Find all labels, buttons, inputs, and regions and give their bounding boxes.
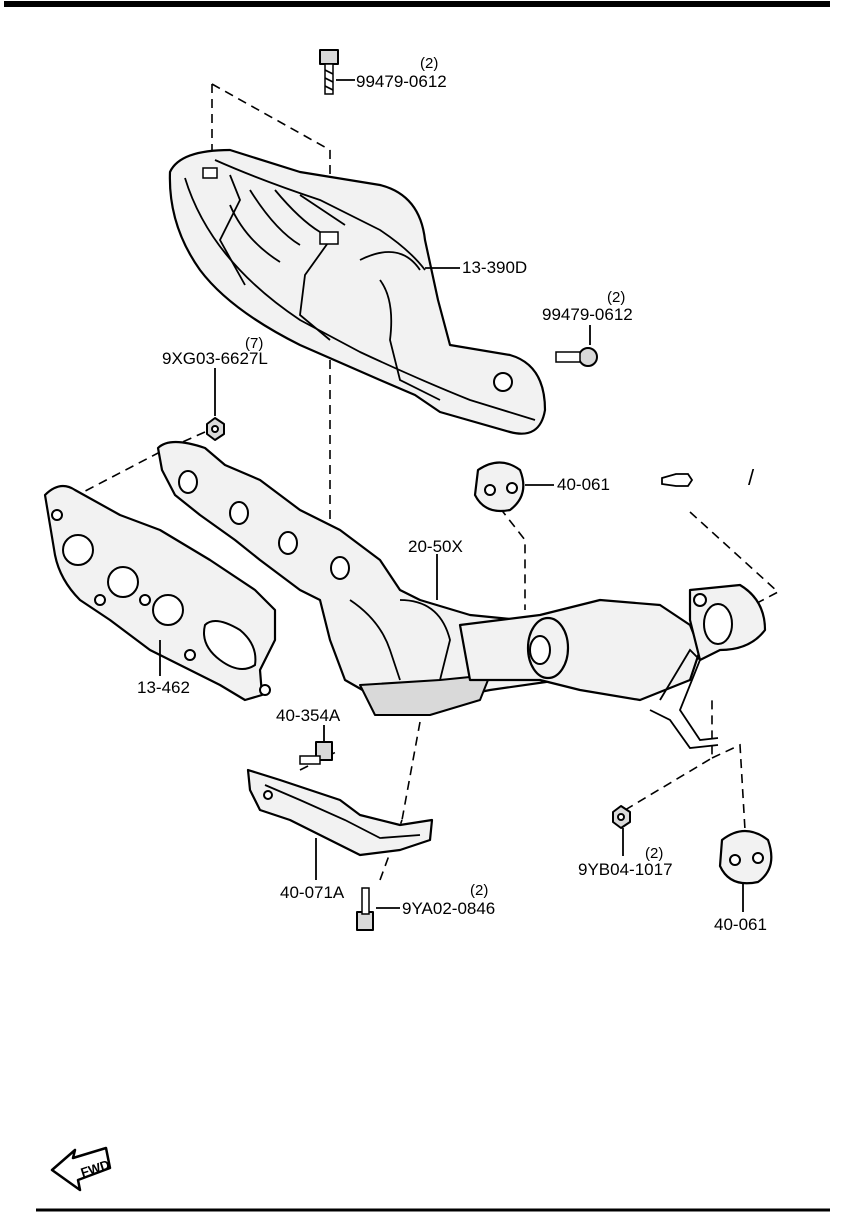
ref-slash: / (748, 465, 755, 490)
rubber-hanger-upper[interactable] (473, 461, 525, 513)
bolt-top[interactable] (319, 49, 339, 95)
label-bolt-bottom: 9YA02-0846 (402, 899, 495, 918)
nut-right[interactable] (612, 805, 631, 829)
label-rubber-hanger-lower: 40-061 (714, 915, 767, 934)
rubber-hanger-lower[interactable] (718, 829, 773, 885)
label-nut-left: 9XG03-6627L (162, 349, 268, 368)
label-converter: 20-50X (408, 537, 463, 556)
exhaust-manifold[interactable] (156, 440, 562, 716)
bolt-bottom[interactable] (356, 887, 374, 931)
label-lower-shield: 40-071A (280, 883, 345, 902)
label-bolt-right: 99479-0612 (542, 305, 633, 324)
upper-heat-shield[interactable] (168, 148, 547, 435)
qty-bolt-right: (2) (607, 289, 625, 306)
manifold-gasket[interactable] (43, 484, 277, 702)
bolt-lower-shield[interactable] (299, 741, 333, 765)
catalytic-converter-pipe[interactable] (458, 583, 767, 749)
lower-heat-shield[interactable] (246, 768, 434, 857)
label-bolt-lower-shield: 40-354A (276, 706, 341, 725)
label-gasket: 13-462 (137, 678, 190, 697)
nut-left[interactable] (206, 417, 225, 441)
bolt-right[interactable] (555, 347, 598, 367)
reference-callout: / (661, 465, 755, 490)
qty-bolt-bottom: (2) (470, 882, 488, 899)
qty-nut-left: (7) (245, 335, 263, 352)
qty-nut-right: (2) (645, 845, 663, 862)
label-nut-right: 9YB04-1017 (578, 860, 673, 879)
label-bolt-top: 99479-0612 (356, 72, 447, 91)
pointing-hand-icon (661, 473, 694, 487)
label-rubber-hanger-upper: 40-061 (557, 475, 610, 494)
label-heat-shield-upper: 13-390D (462, 258, 527, 277)
fwd-arrow-icon: FWD (50, 1146, 112, 1192)
leader-lines (159, 79, 744, 912)
qty-bolt-top: (2) (420, 55, 438, 72)
